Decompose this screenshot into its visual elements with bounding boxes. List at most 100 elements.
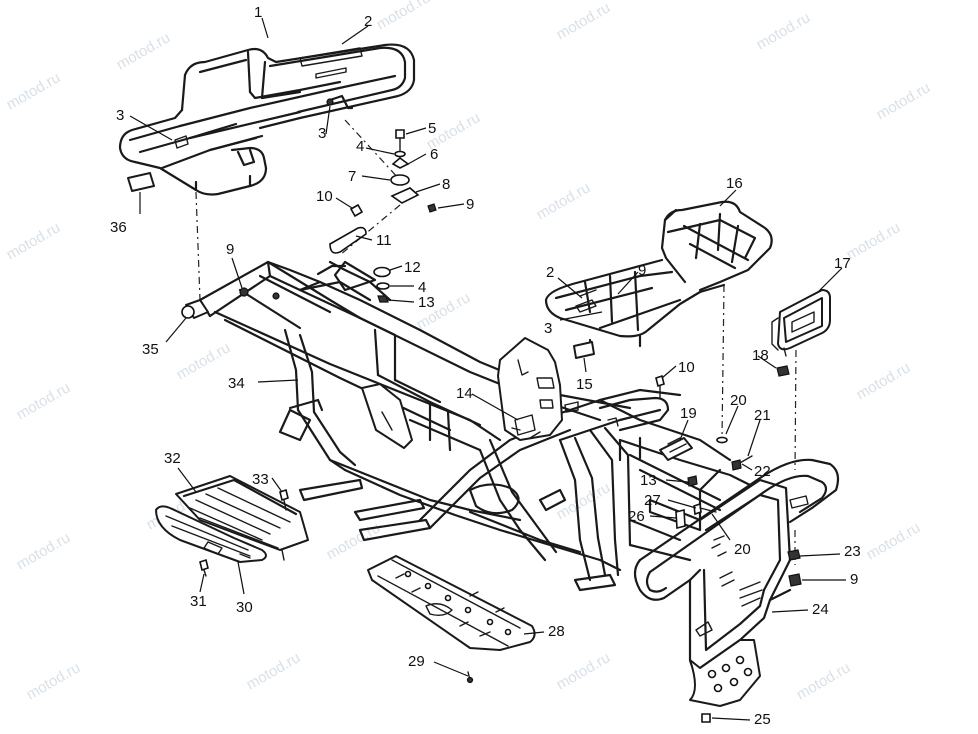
watermark: motod.ru <box>14 379 74 423</box>
callout-3: 3 <box>116 107 124 124</box>
washer-4 <box>394 150 406 158</box>
alignment-line <box>195 191 201 301</box>
callout-21: 21 <box>754 407 771 424</box>
watermark: motod.ru <box>114 29 174 73</box>
callout-18: 18 <box>752 347 769 364</box>
watermark: motod.ru <box>874 79 934 123</box>
nut-10-rear <box>655 374 665 388</box>
callout-27: 27 <box>644 492 661 509</box>
rear-rack <box>544 200 773 352</box>
watermark: motod.ru <box>4 69 64 113</box>
callout-20: 20 <box>734 541 751 558</box>
callout-26: 26 <box>628 508 645 525</box>
callout-2: 2 <box>546 264 554 281</box>
bolt-head-5 <box>395 129 405 139</box>
nut-18 <box>776 365 790 377</box>
callout-15: 15 <box>576 376 593 393</box>
callout-1: 1 <box>254 4 262 21</box>
watermark: motod.ru <box>864 519 924 563</box>
taillight-17 <box>771 289 831 357</box>
callout-7: 7 <box>348 168 356 185</box>
callout-23: 23 <box>844 543 861 560</box>
bolt-27 <box>693 502 702 516</box>
callout-3: 3 <box>318 125 326 142</box>
alignment-line <box>721 284 725 439</box>
watermark: motod.ru <box>24 659 84 703</box>
callout-24: 24 <box>812 601 829 618</box>
washer-4b <box>376 282 390 290</box>
callout-3: 3 <box>544 320 552 337</box>
main-frame <box>181 260 752 592</box>
callout-22: 22 <box>754 463 771 480</box>
alignment-line <box>339 204 401 256</box>
watermark: motod.ru <box>554 0 614 43</box>
callout-10: 10 <box>678 359 695 376</box>
callout-10: 10 <box>316 188 333 205</box>
callout-13: 13 <box>418 294 435 311</box>
watermark: motod.ru <box>754 9 814 53</box>
watermark: motod.ru <box>844 219 904 263</box>
decal-36 <box>127 172 155 192</box>
grommet-12 <box>373 266 391 278</box>
nut-9-bumper <box>788 573 802 587</box>
leader-lines <box>129 17 846 721</box>
watermark: motod.ru <box>534 179 594 223</box>
callout-25: 25 <box>754 711 771 728</box>
callout-labels: 1 2 3 3 5 4 6 7 8 9 10 11 12 4 13 9 35 3… <box>110 4 861 728</box>
front-rack <box>118 43 416 196</box>
callout-8: 8 <box>442 176 450 193</box>
washer-20 <box>716 436 728 444</box>
bushing-35 <box>181 305 195 319</box>
rack-mount-hardware <box>326 98 437 303</box>
callout-34: 34 <box>228 375 245 392</box>
bolt-31 <box>199 558 209 572</box>
bracket-8 <box>390 187 420 204</box>
callout-9: 9 <box>638 262 646 279</box>
callout-36: 36 <box>110 219 127 236</box>
watermark: motod.ru <box>244 649 304 693</box>
nut-13 <box>377 295 389 303</box>
footrest <box>155 475 309 563</box>
bolt-25 <box>701 713 711 723</box>
bumper-hardware <box>655 374 753 530</box>
watermark: motod.ru <box>854 359 914 403</box>
watermark: motod.ru <box>4 219 64 263</box>
callout-29: 29 <box>408 653 425 670</box>
watermark: motod.ru <box>374 0 434 33</box>
callout-17: 17 <box>834 255 851 272</box>
decal-15 <box>573 341 595 359</box>
bushing-6 <box>391 156 410 169</box>
grommet-7 <box>390 174 410 186</box>
callout-9: 9 <box>850 571 858 588</box>
watermark: motod.ru <box>174 339 234 383</box>
callout-19: 19 <box>680 405 697 422</box>
callout-32: 32 <box>164 450 181 467</box>
callout-30: 30 <box>236 599 253 616</box>
watermark: motod.ru <box>14 529 74 573</box>
callout-9: 9 <box>226 241 234 258</box>
alignment-line <box>794 349 797 471</box>
nut-23 <box>787 549 801 561</box>
callout-12: 12 <box>404 259 421 276</box>
rear-bumper <box>633 458 840 707</box>
callout-11: 11 <box>376 232 392 249</box>
bolt-33 <box>279 488 289 502</box>
watermark: motod.ru <box>554 649 614 693</box>
bolt-26 <box>675 508 686 530</box>
callout-35: 35 <box>142 341 159 358</box>
callout-31: 31 <box>190 593 207 610</box>
nut-10 <box>349 203 364 218</box>
callout-4: 4 <box>418 279 426 296</box>
callout-13: 13 <box>640 472 657 489</box>
callout-4: 4 <box>356 138 364 155</box>
callout-14: 14 <box>456 385 473 402</box>
plate-11 <box>329 226 367 254</box>
watermark: motod.ru <box>324 519 384 563</box>
callout-16: 16 <box>726 175 743 192</box>
callout-6: 6 <box>430 146 438 163</box>
watermark: motod.ru <box>794 659 854 703</box>
nut-13-rear <box>687 475 698 487</box>
callout-2: 2 <box>364 13 372 30</box>
